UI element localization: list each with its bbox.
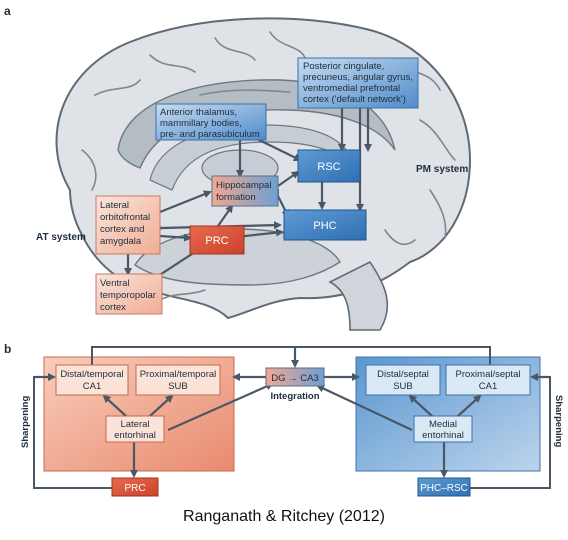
box-distal-septal-sub: Distal/septal SUB xyxy=(365,364,441,396)
box-dg-ca3: DG → CA3 xyxy=(265,367,325,387)
default-network-line-2: precuneus, angular gyrus, xyxy=(303,72,413,83)
box-temporopolar: Ventral temporopolar cortex xyxy=(95,273,163,315)
box-rsc: RSC xyxy=(297,149,361,183)
box-orbitofrontal: Lateral orbitofrontal cortex and amygdal… xyxy=(95,195,161,255)
temporopolar-line-2: temporopolar xyxy=(100,290,156,301)
dg-ca3-label: DG → CA3 xyxy=(271,373,319,384)
orbitofrontal-line-3: cortex and xyxy=(100,224,144,235)
anterior-thalamus-line-3: pre- and parasubiculum xyxy=(160,129,260,140)
box-medial-entorhinal: Medial entorhinal xyxy=(413,415,473,443)
lateral-entorhinal-line-1: Lateral xyxy=(120,419,149,430)
medial-entorhinal-line-2: entorhinal xyxy=(422,430,464,441)
integration-label: Integration xyxy=(270,391,319,402)
proximal-septal-ca1-line-1: Proximal/septal xyxy=(456,369,521,380)
hippocampal-line-1: Hippocampal xyxy=(216,180,271,191)
panel-b-connections xyxy=(33,346,551,489)
orbitofrontal-line-1: Lateral xyxy=(100,200,129,211)
box-phc: PHC xyxy=(283,209,367,241)
hippocampal-line-2: formation xyxy=(216,192,256,203)
prc-a-label: PRC xyxy=(205,235,228,247)
phc-label: PHC xyxy=(313,220,336,232)
orbitofrontal-line-4: amygdala xyxy=(100,236,142,247)
box-lateral-entorhinal: Lateral entorhinal xyxy=(105,415,165,443)
box-prc-a: PRC xyxy=(189,225,245,255)
panel-a-label: a xyxy=(4,4,11,18)
proximal-temporal-sub-line-2: SUB xyxy=(168,381,188,392)
anterior-thalamus-line-2: mammillary bodies, xyxy=(160,118,242,129)
lateral-entorhinal-line-2: entorhinal xyxy=(114,430,156,441)
distal-septal-sub-line-2: SUB xyxy=(393,381,413,392)
phc-rsc-label: PHC–RSC xyxy=(420,483,468,494)
box-anterior-thalamus: Anterior thalamus, mammillary bodies, pr… xyxy=(155,103,267,141)
pm-system-label: PM system xyxy=(416,164,468,175)
prc-b-label: PRC xyxy=(124,483,145,494)
anterior-thalamus-line-1: Anterior thalamus, xyxy=(160,107,237,118)
box-default-network: Posterior cingulate, precuneus, angular … xyxy=(297,57,419,109)
citation: Ranganath & Ritchey (2012) xyxy=(183,508,385,525)
rsc-label: RSC xyxy=(317,161,340,173)
box-phc-rsc: PHC–RSC xyxy=(417,477,471,497)
default-network-line-1: Posterior cingulate, xyxy=(303,61,384,72)
box-distal-temporal-ca1: Distal/temporal CA1 xyxy=(55,364,129,396)
sharpening-left-label: Sharpening xyxy=(20,396,31,448)
box-proximal-septal-ca1: Proximal/septal CA1 xyxy=(445,364,531,396)
proximal-temporal-sub-line-1: Proximal/temporal xyxy=(140,369,217,380)
distal-septal-sub-line-1: Distal/septal xyxy=(377,369,429,380)
default-network-line-3: ventromedial prefrontal xyxy=(303,83,400,94)
orbitofrontal-line-2: orbitofrontal xyxy=(100,212,150,223)
at-system-label: AT system xyxy=(36,232,86,243)
proximal-septal-ca1-line-2: CA1 xyxy=(479,381,497,392)
brainstem-shape xyxy=(328,260,389,331)
distal-temporal-ca1-line-1: Distal/temporal xyxy=(60,369,123,380)
box-proximal-temporal-sub: Proximal/temporal SUB xyxy=(135,364,221,396)
medial-entorhinal-line-1: Medial xyxy=(429,419,457,430)
default-network-line-4: cortex ('default network') xyxy=(303,94,406,105)
sharpening-right-label: Sharpening xyxy=(553,395,564,447)
box-hippocampal-formation: Hippocampal formation xyxy=(211,175,279,207)
distal-temporal-ca1-line-2: CA1 xyxy=(83,381,101,392)
panel-b-label: b xyxy=(4,342,11,356)
temporopolar-line-3: cortex xyxy=(100,302,126,313)
temporopolar-line-1: Ventral xyxy=(100,278,130,289)
box-prc-b: PRC xyxy=(111,477,159,497)
